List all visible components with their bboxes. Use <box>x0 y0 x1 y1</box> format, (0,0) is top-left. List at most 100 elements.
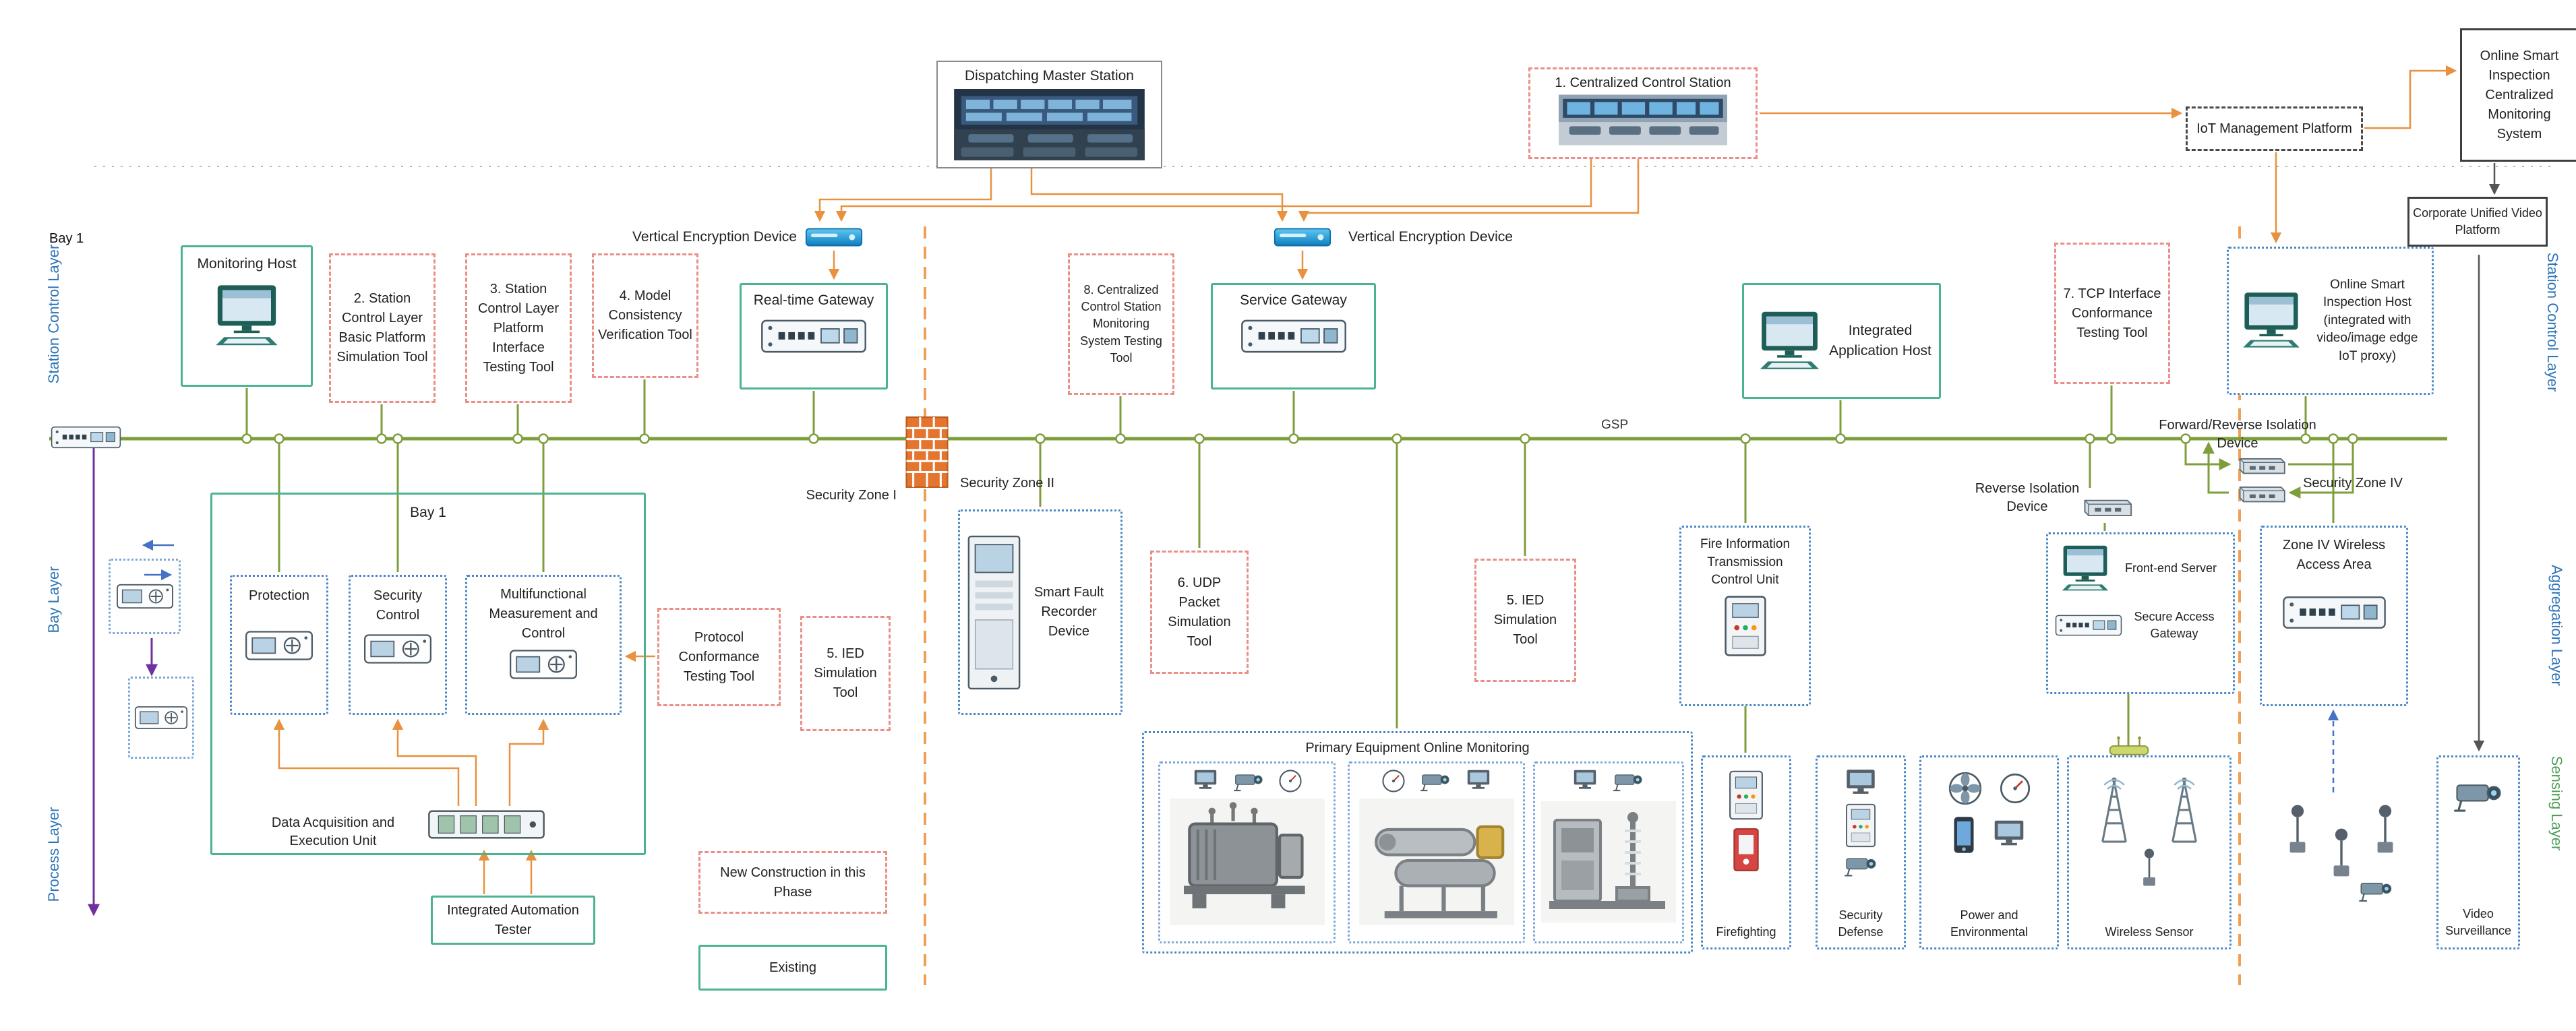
security-control-device: Security Control <box>349 575 447 715</box>
tool-protocol-conformance: Protocol Conformance Testing Tool <box>657 608 781 706</box>
label-text: GSP <box>1601 418 1629 432</box>
tool-udp-packet-simulation: 6. UDP Packet Simulation Tool <box>1150 551 1249 674</box>
fire-extinguisher-cabinet-icon <box>1731 827 1761 872</box>
label-text: Vertical Encryption Device <box>632 229 797 245</box>
integrated-application-host: Integrated Application Host <box>1742 283 1941 399</box>
gauge-icon <box>1381 769 1406 793</box>
label-text: Forward/Reverse Isolation Device <box>2159 418 2316 451</box>
monitoring-host: Monitoring Host <box>181 245 313 387</box>
legend-new-construction-label: New Construction in this Phase <box>720 865 866 900</box>
tool-station-basic-platform-simulation: 2. Station Control Layer Basic Platform … <box>329 253 436 403</box>
layer-label-text: Station Control Layer <box>2544 252 2561 392</box>
firewall-icon <box>903 414 951 490</box>
tool-label: 8. Centralized Control Station Monitorin… <box>1080 283 1162 365</box>
transformer-photo <box>1170 799 1325 925</box>
firefighting-label: Firefighting <box>1716 925 1776 939</box>
tool-label: Protocol Conformance Testing Tool <box>678 629 760 684</box>
gis-monitoring-cell <box>1348 761 1525 943</box>
dispatching-master-station-photo <box>947 89 1152 160</box>
vertical-encryption-device-left-icon <box>805 225 863 249</box>
reverse-isolation-label: Reverse Isolation Device <box>1963 480 2091 516</box>
vertical-encryption-device-right-label: Vertical Encryption Device <box>1348 228 1551 247</box>
process-device-box <box>128 677 194 759</box>
fire-info-label: Fire Information Transmission Control Un… <box>1700 537 1791 588</box>
switchgear-photo <box>1541 799 1676 925</box>
reverse-isolation-device-icon <box>2080 491 2132 522</box>
tool-label: 7. TCP Interface Conformance Testing Too… <box>2063 286 2161 340</box>
online-smart-inspection-host: Online Smart Inspection Host (integrated… <box>2227 247 2434 395</box>
tool-tcp-interface-conformance: 7. TCP Interface Conformance Testing Too… <box>2054 243 2170 384</box>
tool-label: 4. Model Consistency Verification Tool <box>598 288 692 342</box>
integrated-automation-tester: Integrated Automation Tester <box>431 896 595 945</box>
computer-icon <box>2055 544 2116 594</box>
ied-device-icon <box>116 582 174 611</box>
online-smart-inspection-cms-label: Online Smart Inspection Centralized Moni… <box>2480 48 2559 142</box>
layer-label-text: Station Control Layer <box>45 244 62 384</box>
legend-existing: Existing <box>698 945 887 991</box>
power-environmental-label: Power and Environmental <box>1950 908 2029 939</box>
wireless-access-rack-icon <box>2282 594 2387 631</box>
smart-fault-recorder: Smart Fault Recorder Device <box>958 509 1122 715</box>
switchgear-monitoring-cell <box>1533 761 1684 943</box>
iot-management-platform: IoT Management Platform <box>2186 106 2363 151</box>
computer-icon <box>206 282 287 350</box>
gateway-rack-icon <box>2055 613 2122 637</box>
camera-icon <box>1842 852 1880 879</box>
multifunctional-label: Multifunctional Measurement and Control <box>489 587 598 641</box>
forward-isolation-device-icon <box>2235 453 2286 476</box>
antenna-icon <box>2091 775 2138 845</box>
ied-device-icon <box>244 629 314 662</box>
monitoring-host-label: Monitoring Host <box>197 256 297 272</box>
layer-label-bay: Bay Layer <box>44 499 64 701</box>
tool-label: 3. Station Control Layer Platform Interf… <box>477 281 560 375</box>
online-smart-inspection-cms: Online Smart Inspection Centralized Moni… <box>2460 28 2576 162</box>
security-zone-2-label: Security Zone II <box>960 474 1108 493</box>
field-sensor-icon <box>2326 825 2357 879</box>
firefighting-group: Firefighting <box>1701 755 1791 949</box>
service-gateway-label: Service Gateway <box>1240 292 1347 308</box>
gauge-icon <box>1278 769 1302 793</box>
security-control-label: Security Control <box>373 588 423 623</box>
tool-ied-simulation-1: 5. IED Simulation Tool <box>800 616 891 731</box>
legend-new-construction: New Construction in this Phase <box>698 851 887 914</box>
monitor-icon <box>1465 769 1492 793</box>
recorder-cabinet-icon <box>965 532 1023 693</box>
centralized-control-station-photo <box>1559 94 1727 146</box>
security-zone-4-label: Security Zone IV <box>2279 474 2427 493</box>
computer-icon <box>2234 290 2308 352</box>
layer-label-text: Aggregation Layer <box>2548 565 2565 686</box>
bay1-group: Bay 1 <box>210 493 646 855</box>
cctv-camera-icon <box>2450 775 2507 815</box>
online-smart-inspection-host-label: Online Smart Inspection Host (integrated… <box>2316 277 2418 363</box>
secure-access-gateway-row: Secure Access Gateway <box>2055 608 2226 642</box>
front-end-server-label: Front-end Server <box>2124 561 2217 575</box>
sensor-icon <box>2137 846 2161 888</box>
iot-management-platform-label: IoT Management Platform <box>2196 121 2352 136</box>
layer-label-text: Sensing Layer <box>2548 755 2565 851</box>
phone-icon <box>1952 815 1975 854</box>
layer-label-station-control-right: Station Control Layer <box>2542 221 2563 423</box>
env-icon-row <box>1948 771 2031 806</box>
env-icon-row <box>1952 815 2027 854</box>
ied-device-icon <box>363 632 433 666</box>
dispatching-master-station-label: Dispatching Master Station <box>965 68 1134 84</box>
monitor-icon <box>1571 769 1598 793</box>
daeu-device-icon <box>427 806 545 843</box>
layer-label-text: Bay Layer <box>45 566 62 633</box>
gauge-icon <box>1999 772 2031 805</box>
field-sensor-icon <box>2370 802 2401 856</box>
layer-label-sensing: Sensing Layer <box>2546 702 2567 904</box>
bay1-top-tag-text: Bay 1 <box>49 231 84 246</box>
video-surveillance-label: Video Surveillance <box>2445 906 2512 937</box>
sensor-icon-row <box>1381 769 1492 793</box>
tool-station-platform-interface-testing: 3. Station Control Layer Platform Interf… <box>465 253 572 403</box>
label-text: Vertical Encryption Device <box>1348 229 1513 245</box>
multifunctional-measurement-control-device: Multifunctional Measurement and Control <box>465 575 622 715</box>
fire-info-transmission-unit: Fire Information Transmission Control Un… <box>1679 526 1811 706</box>
security-zone-1-label: Security Zone I <box>796 487 897 505</box>
power-environmental-group: Power and Environmental <box>1919 755 2059 949</box>
layer-label-process: Process Layer <box>44 753 64 956</box>
zone4-wireless-access-area: Zone IV Wireless Access Area <box>2260 526 2408 706</box>
